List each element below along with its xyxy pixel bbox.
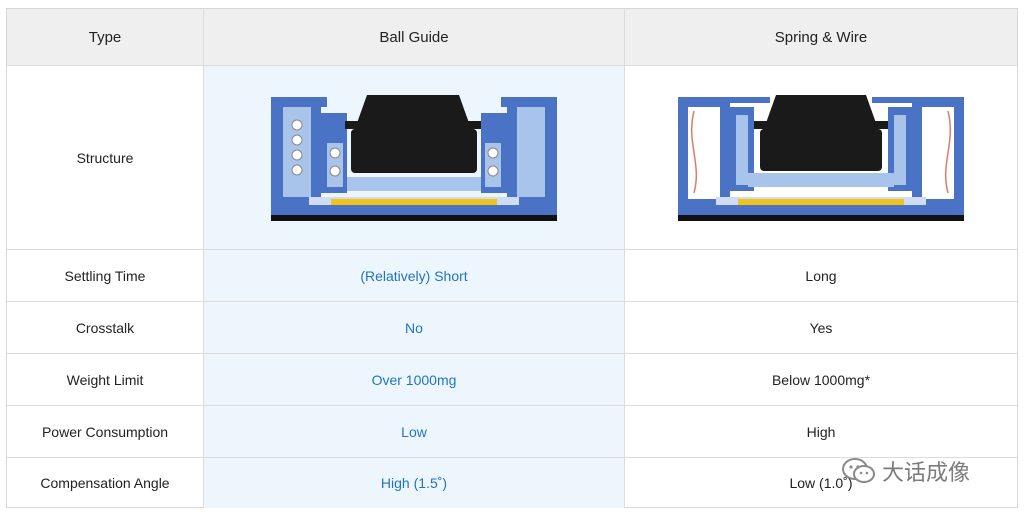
ball-guide-diagram-cell xyxy=(204,66,625,249)
settling-spring-value: Long xyxy=(805,267,837,284)
angle-ball-value: High (1.5˚) xyxy=(204,458,625,508)
angle-spring-value: Low (1.0˚) xyxy=(789,475,853,491)
header-spring-wire: Spring & Wire xyxy=(625,9,1017,65)
crosstalk-spring-value: Yes xyxy=(809,319,833,336)
power-label: Power Consumption xyxy=(7,406,204,457)
settling-label: Settling Time xyxy=(7,250,204,301)
table-row-weight-limit: Weight Limit Over 1000mg Below 1000mg* xyxy=(7,354,1017,406)
structure-label: Structure xyxy=(7,66,204,249)
header-ball-guide: Ball Guide xyxy=(204,9,625,65)
table-row-compensation-angle: Compensation Angle High (1.5˚) Low (1.0˚… xyxy=(7,458,1017,508)
angle-label: Compensation Angle xyxy=(7,458,204,508)
header-type: Type xyxy=(7,9,204,65)
power-ball-value: Low xyxy=(204,406,625,457)
crosstalk-label: Crosstalk xyxy=(7,302,204,353)
table-row-structure: Structure xyxy=(7,66,1017,250)
comparison-table: Type Ball Guide Spring & Wire Structure xyxy=(6,8,1018,508)
spring-wire-structure-diagram xyxy=(678,94,964,221)
ball-guide-structure-diagram xyxy=(271,94,557,221)
weight-spring-value: Below 1000mg* xyxy=(771,371,871,388)
table-row-crosstalk: Crosstalk No Yes xyxy=(7,302,1017,354)
crosstalk-ball-value: No xyxy=(204,302,625,353)
settling-ball-value: (Relatively) Short xyxy=(204,250,625,301)
table-row-settling-time: Settling Time (Relatively) Short Long xyxy=(7,250,1017,302)
table-row-power-consumption: Power Consumption Low High xyxy=(7,406,1017,458)
weight-ball-value: Over 1000mg xyxy=(204,354,625,405)
power-spring-value: High xyxy=(806,423,836,440)
weight-label: Weight Limit xyxy=(7,354,204,405)
watermark-text: 大话成像 xyxy=(882,460,971,485)
watermark: 大话成像 xyxy=(842,455,970,487)
spring-wire-diagram-cell xyxy=(625,66,1017,249)
wechat-icon xyxy=(842,458,875,483)
table-header-row: Type Ball Guide Spring & Wire xyxy=(7,9,1017,66)
